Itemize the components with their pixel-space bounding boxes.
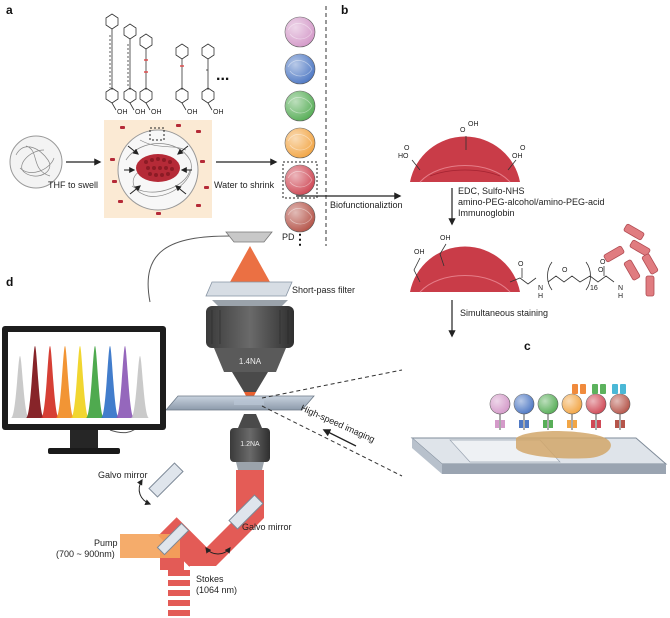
obj-top-label: 1.4NA	[239, 357, 262, 366]
spectral-peak	[71, 346, 89, 418]
peg-oh-1: OH	[414, 249, 425, 256]
spectral-peak	[26, 346, 44, 418]
step-shrink-label: Water to shrink	[214, 180, 275, 190]
swollen-bead-panel	[104, 120, 212, 218]
step-stain-label: Simultaneous staining	[460, 308, 548, 318]
pump-range-label: (700 ~ 900nm)	[56, 549, 115, 559]
more-beads-ellipsis: ⋮	[293, 231, 307, 247]
reagent-1: EDC, Sulfo-NHS	[458, 186, 525, 196]
stain-bead	[489, 393, 511, 430]
carboxyl-2-oh: OH	[468, 121, 479, 128]
peg-repeat: 16	[590, 285, 598, 292]
stain-bead	[513, 393, 535, 430]
stain-bead	[609, 393, 631, 430]
reagent-3: Immunoglobin	[458, 208, 515, 218]
galvo-mirror-icon	[148, 462, 264, 556]
step-swell-label: THF to swell	[48, 180, 98, 190]
more-monomers-ellipsis: ...	[216, 67, 229, 84]
stain-bead	[561, 393, 583, 430]
step-biofunction-label: Biofunctionaliztion	[330, 200, 403, 210]
bead-column	[282, 16, 318, 233]
photodiode-icon	[225, 231, 273, 243]
colored-bead	[284, 16, 316, 48]
galvo-label-2: Galvo mirror	[242, 522, 292, 532]
oh-label-2: OH	[135, 109, 146, 116]
galvo-rotation-1	[136, 478, 152, 505]
colored-bead	[284, 53, 316, 85]
short-pass-filter	[205, 281, 293, 297]
colored-bead	[282, 161, 318, 199]
reagent-2: amino-PEG-alcohol/amino-PEG-acid	[458, 197, 605, 207]
carboxyl-3-oh: OH	[512, 153, 523, 160]
stain-bead	[537, 393, 559, 430]
panel-label-b: b	[341, 3, 348, 17]
amide-h-2: H	[618, 293, 623, 300]
oh-label-5: OH	[213, 109, 224, 116]
galvo-rotation-2	[205, 547, 231, 555]
zoom-line-top	[261, 369, 403, 399]
panel-label-c: c	[524, 339, 531, 353]
pump-label: Pump	[94, 538, 118, 548]
amide-n-1: N	[538, 285, 543, 292]
stokes-wl-label: (1064 nm)	[196, 585, 237, 595]
stokes-label: Stokes	[196, 574, 224, 584]
stain-bead	[585, 393, 607, 430]
stained-slide	[410, 431, 668, 474]
condenser-objective	[230, 414, 270, 470]
pd-cable	[147, 235, 244, 303]
spectral-peak	[116, 346, 134, 418]
oh-label-4: OH	[187, 109, 198, 116]
spectral-peak	[101, 346, 119, 418]
colored-bead	[284, 90, 316, 122]
panel-label-d: d	[6, 275, 13, 289]
bead-carboxyl-surface: HO O O OH OH O	[398, 121, 526, 183]
amide-n-2: N	[618, 285, 623, 292]
colored-bead	[284, 201, 316, 233]
galvo-label-1: Galvo mirror	[98, 470, 148, 480]
oh-label-1: OH	[117, 109, 128, 116]
reagent-list: EDC, Sulfo-NHS amino-PEG-alcohol/amino-P…	[458, 186, 605, 218]
oh-label-3: OH	[151, 109, 162, 116]
peg-oh-2: OH	[440, 235, 451, 242]
carboxyl-2-o: O	[460, 127, 466, 134]
carboxyl-1: HO	[398, 153, 409, 160]
zoom-line-bottom	[261, 405, 403, 477]
imaging-label: High-speed imaging	[299, 403, 376, 445]
carboxyl-1-o: O	[404, 145, 410, 152]
colored-bead	[284, 127, 316, 159]
sample-slide	[165, 395, 315, 411]
monitor-icon	[2, 326, 166, 454]
spectral-peak	[131, 356, 149, 418]
antibody-icon	[603, 223, 659, 297]
carboxyl-3-o: O	[520, 145, 526, 152]
peg-o-2: O	[598, 267, 604, 274]
spectral-peak	[11, 356, 29, 418]
objective-lens-icon	[206, 300, 294, 392]
amide-o-1: O	[518, 261, 524, 268]
amide-o-2: O	[600, 259, 606, 266]
collection-cone	[230, 246, 270, 282]
polymer-bead-icon	[9, 135, 63, 189]
panel-label-a: a	[6, 3, 13, 17]
spectral-peak	[56, 346, 74, 418]
amide-h-1: H	[538, 293, 543, 300]
spectral-peak	[86, 346, 104, 418]
stain-bead-row	[489, 393, 631, 430]
free-antibodies	[572, 384, 626, 394]
spectral-peak	[41, 346, 59, 418]
arrow-imaging	[322, 429, 357, 447]
bead-peg-antibody: OH OH O N H O 16 O O N H	[410, 235, 623, 300]
monomer-structures	[105, 13, 215, 111]
obj-bottom-label: 1.2NA	[240, 441, 260, 448]
pd-label: PD	[282, 232, 295, 242]
filter-label: Short-pass filter	[292, 285, 355, 295]
peg-o-1: O	[562, 267, 568, 274]
